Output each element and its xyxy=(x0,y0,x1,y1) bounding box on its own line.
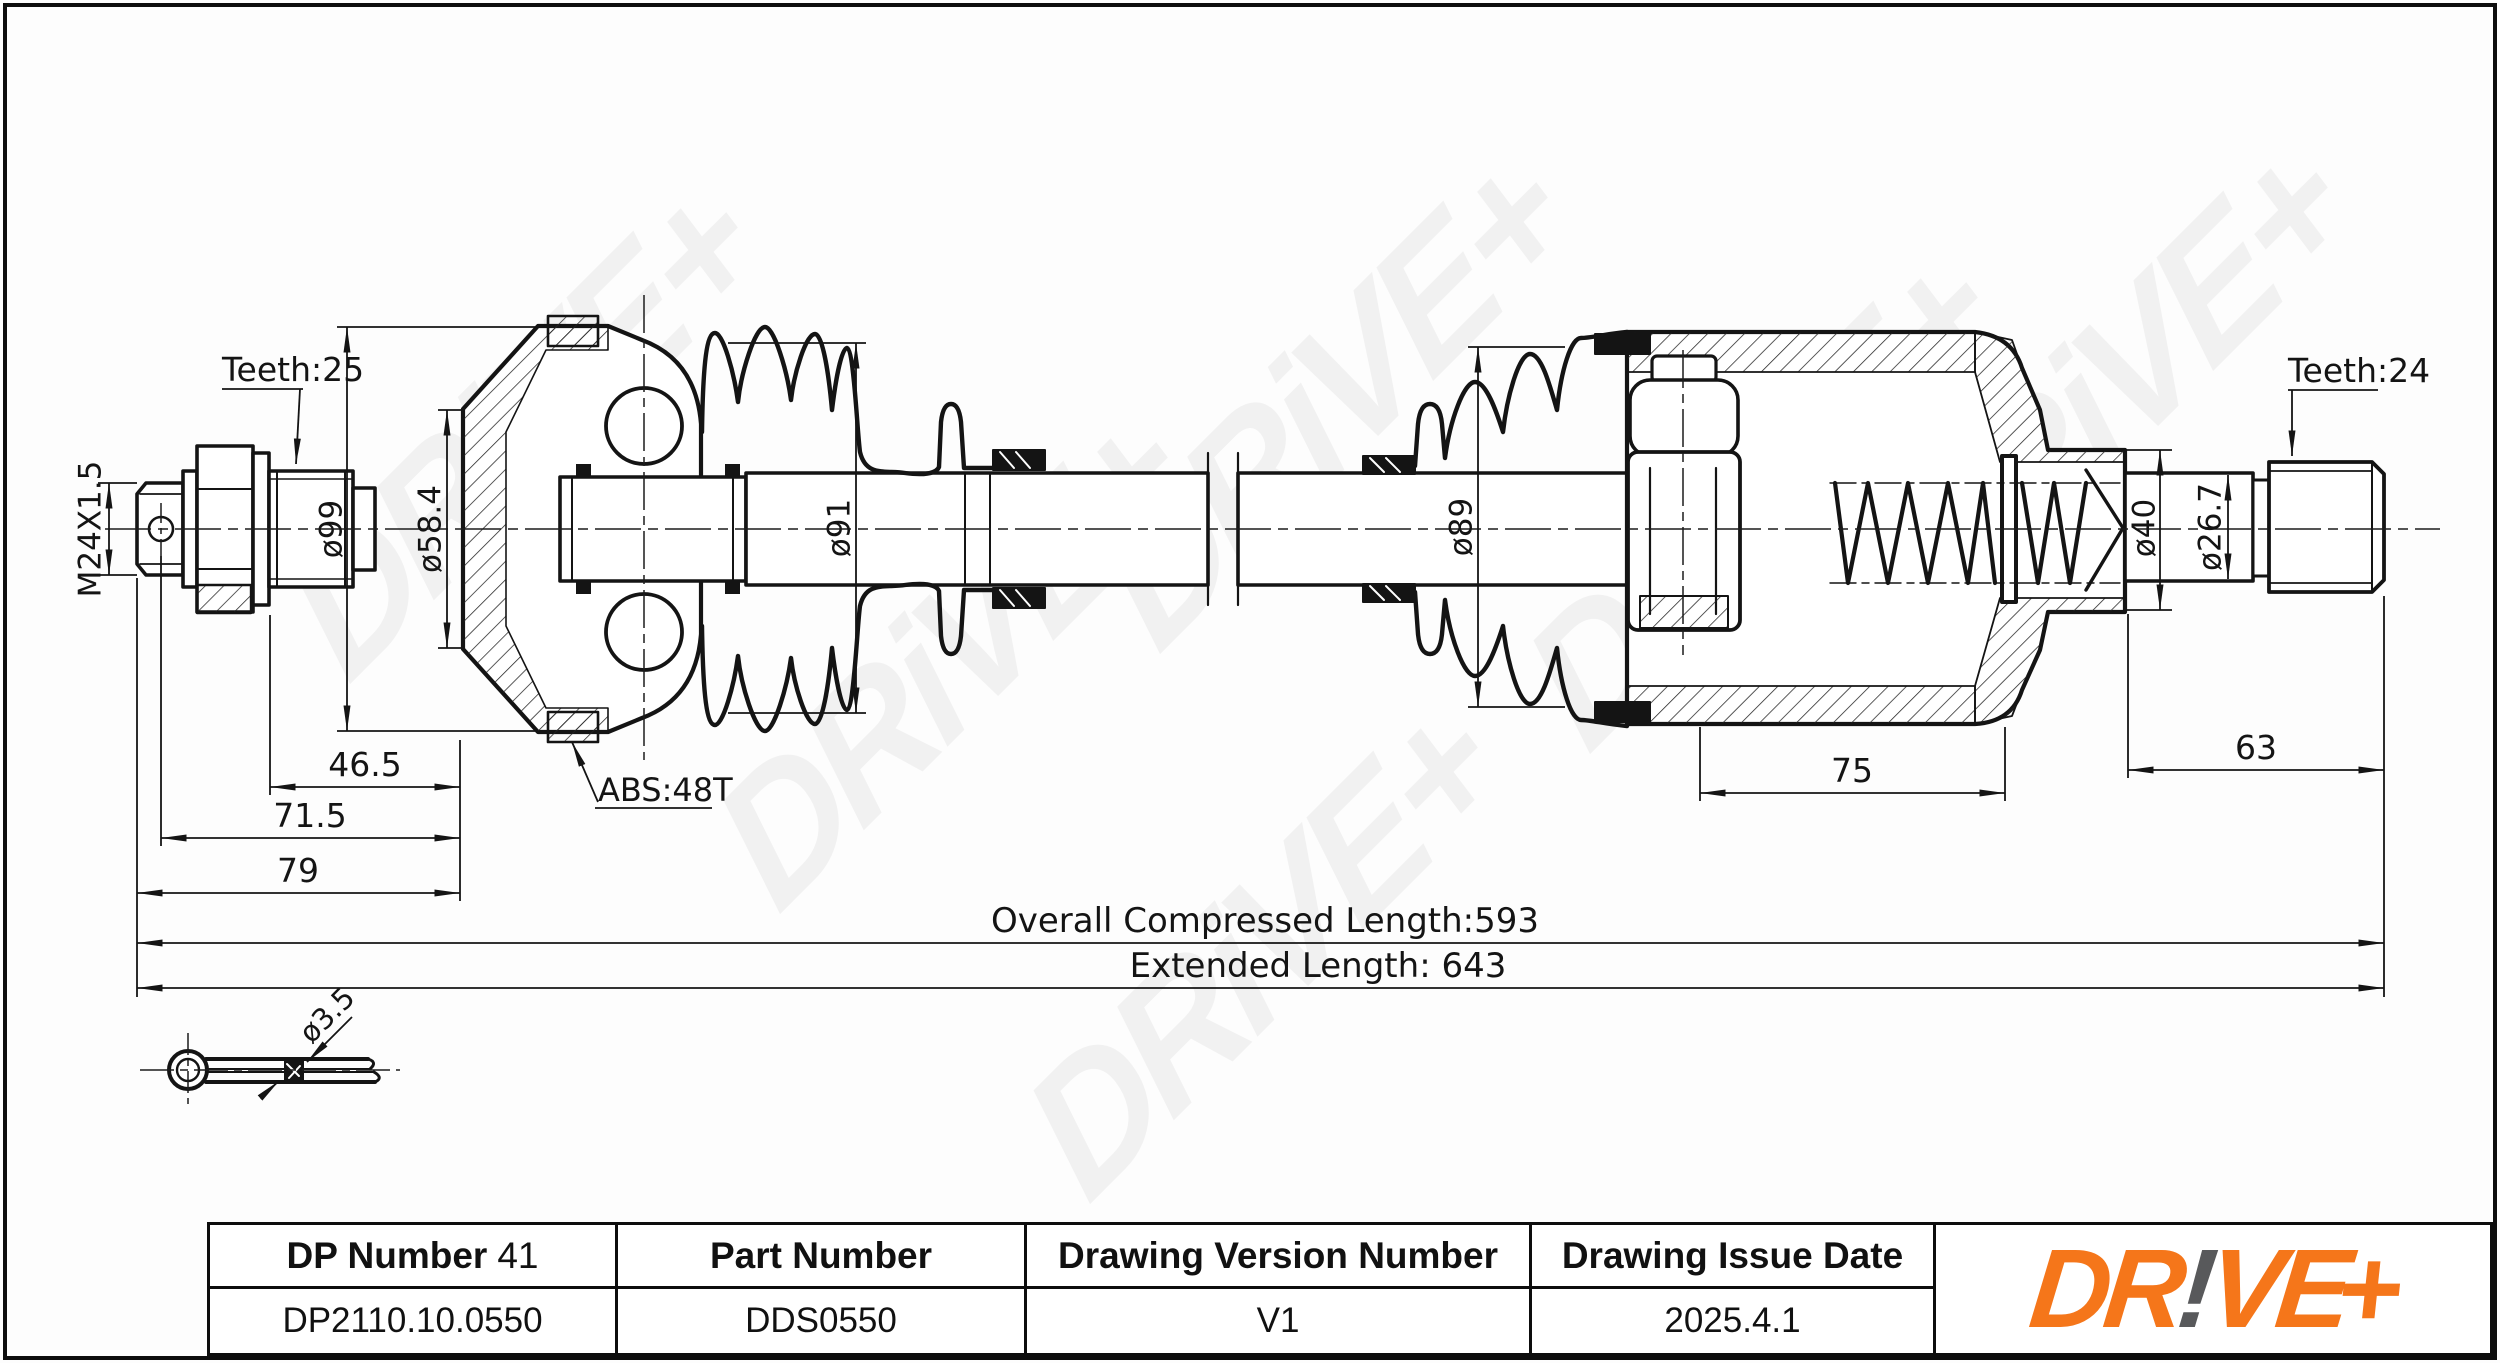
header-text: Part Number xyxy=(709,1234,933,1276)
abs-label: ABS:48T xyxy=(598,771,733,809)
logo-cell: DR!VE+ xyxy=(1936,1225,2490,1353)
title-block: DP Number 41 Part Number Drawing Version… xyxy=(207,1222,2493,1356)
dia40-label: ø40 xyxy=(2127,499,2163,557)
header-issue-date: Drawing Issue Date xyxy=(1532,1225,1936,1289)
value-drawing-version: V1 xyxy=(1027,1289,1532,1353)
abs-ring-bottom xyxy=(546,710,600,744)
boot-clamp xyxy=(1362,455,1416,475)
teeth-right-label: Teeth:24 xyxy=(2287,351,2430,390)
pin-diameter-label: ø3.5 xyxy=(292,980,361,1049)
value-part-number: DDS0550 xyxy=(618,1289,1027,1353)
dim-63: 63 xyxy=(2235,728,2277,767)
value-text: 2025.4.1 xyxy=(1664,1301,1801,1340)
dimensions xyxy=(98,326,2385,1101)
centerlines xyxy=(105,295,2440,1107)
dim-71-5: 71.5 xyxy=(273,796,346,835)
inner-spline xyxy=(2267,460,2386,594)
compressed-length-label: Overall Compressed Length:593 xyxy=(991,901,1539,941)
dim-75: 75 xyxy=(1831,751,1873,790)
header-drawing-version: Drawing Version Number xyxy=(1027,1225,1532,1289)
logo-plus: + xyxy=(2330,1226,2402,1351)
value-text: DDS0550 xyxy=(745,1301,897,1340)
right-stub-shaft xyxy=(2123,460,2386,594)
abs-ring-top xyxy=(546,314,600,348)
logo-ve: VE xyxy=(2202,1226,2352,1351)
header-text: DP Number xyxy=(286,1234,488,1276)
value-issue-date: 2025.4.1 xyxy=(1532,1289,1936,1353)
spring xyxy=(1832,480,1998,586)
tripod-roller xyxy=(1626,450,1742,632)
logo-dr: DR xyxy=(2024,1226,2186,1351)
value-text: DP2110.10.0550 xyxy=(282,1301,543,1340)
boot-clamp xyxy=(992,449,1046,471)
header-text: Drawing Issue Date xyxy=(1561,1234,1904,1276)
dia58-label: ø58.4 xyxy=(413,485,449,573)
dia267-label: ø26.7 xyxy=(2193,483,2229,571)
left-boot xyxy=(699,324,1046,734)
dia89-label: ø89 xyxy=(1444,498,1480,556)
value-dp-number: DP2110.10.0550 xyxy=(210,1289,618,1353)
boot-clamp xyxy=(1362,583,1416,603)
right-boot xyxy=(1362,329,1630,729)
dim-46-5: 46.5 xyxy=(328,745,401,784)
boot-clamp xyxy=(992,587,1046,609)
dia99-label: ø99 xyxy=(314,500,350,558)
value-text: V1 xyxy=(1256,1301,1300,1340)
spring-inner xyxy=(2019,480,2089,586)
dim-79: 79 xyxy=(277,851,319,890)
inner-joint-housing xyxy=(1594,329,2128,727)
drivet-logo: DR!VE+ xyxy=(2025,1226,2402,1351)
dia91-label: ø91 xyxy=(822,499,858,557)
thread-label: M24X1.5 xyxy=(73,461,109,598)
header-text: Drawing Version Number xyxy=(1058,1234,1498,1276)
header-dp-number: DP Number 41 xyxy=(210,1225,618,1289)
teeth-left-label: Teeth:25 xyxy=(221,350,364,389)
header-part-number: Part Number xyxy=(618,1225,1027,1289)
grease-cap xyxy=(1650,354,1718,384)
extended-length-label: Extended Length: 643 xyxy=(1130,946,1507,986)
header-suffix: 41 xyxy=(497,1234,539,1276)
